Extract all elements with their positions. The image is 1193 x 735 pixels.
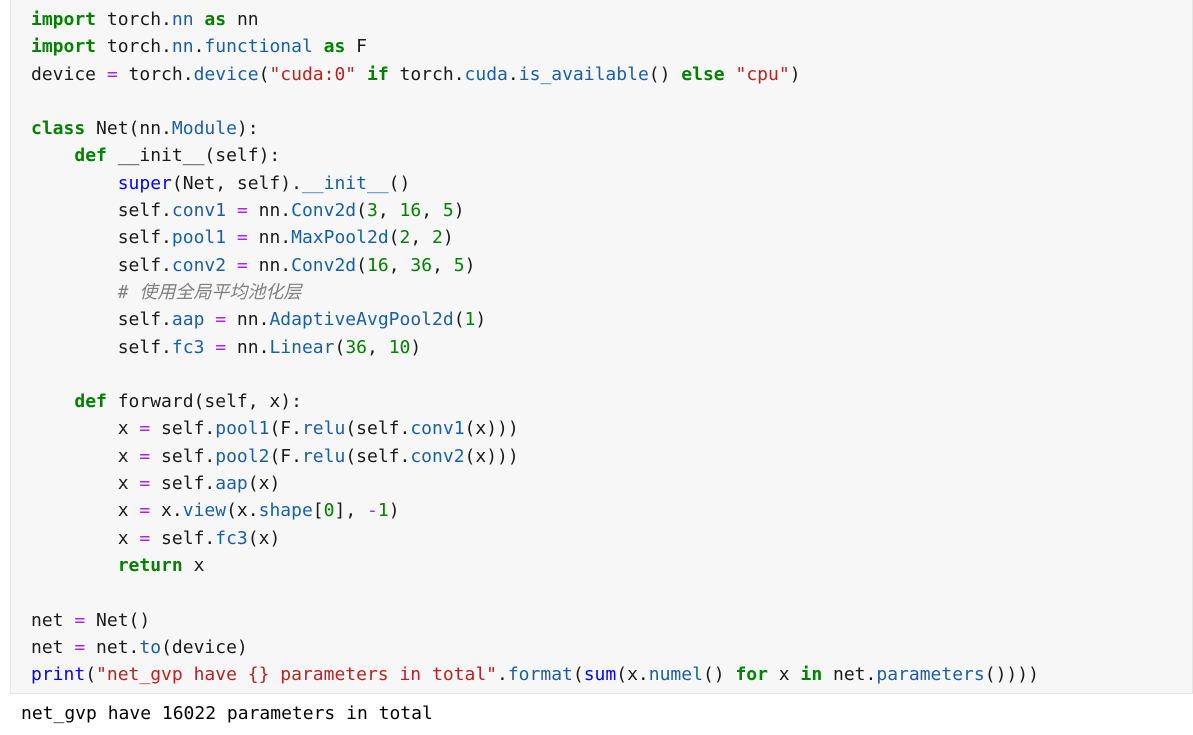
code-line[interactable]: x = self.pool1(F.relu(self.conv1(x))) xyxy=(31,418,519,440)
code-line[interactable]: self.conv2 = nn.Conv2d(16, 36, 5) xyxy=(31,254,476,276)
code-line[interactable]: print("net_gvp have {} parameters in tot… xyxy=(31,664,1039,686)
code-line[interactable]: device = torch.device("cuda:0" if torch.… xyxy=(31,63,801,85)
cell-output: net_gvp have 16022 parameters in total xyxy=(21,703,433,724)
code-line[interactable]: # 使用全局平均池化层 xyxy=(117,281,302,303)
code-line[interactable]: def forward(self, x): xyxy=(74,391,302,413)
code-line[interactable]: def __init__(self): xyxy=(74,145,281,167)
code-line[interactable]: class Net(nn.Module): xyxy=(31,118,259,140)
code-line[interactable]: net = Net() xyxy=(31,609,151,631)
code-line[interactable]: self.pool1 = nn.MaxPool2d(2, 2) xyxy=(31,227,454,249)
code-line[interactable]: return x xyxy=(117,554,205,576)
code-line[interactable]: import torch.nn as nn xyxy=(31,9,259,30)
code-line[interactable]: x = self.pool2(F.relu(self.conv2(x))) xyxy=(31,445,519,467)
code-line[interactable]: x = self.aap(x) xyxy=(31,473,281,495)
code-cell-input[interactable]: import torch.nn as nn import torch.nn.fun… xyxy=(10,0,1193,694)
code-line[interactable]: ​ xyxy=(31,361,1039,388)
code-line[interactable]: net = net.to(device) xyxy=(31,636,248,658)
code-line[interactable]: x = self.fc3(x) xyxy=(31,527,281,549)
code-line[interactable]: ​ xyxy=(31,579,1039,606)
code-line[interactable]: x = x.view(x.shape[0], -1) xyxy=(31,500,400,522)
code-line[interactable]: self.fc3 = nn.Linear(36, 10) xyxy=(31,336,422,358)
code-line[interactable]: super(Net, self).__init__() xyxy=(117,172,411,194)
code-line[interactable]: ​ xyxy=(31,88,1039,115)
code-line[interactable]: self.conv1 = nn.Conv2d(3, 16, 5) xyxy=(31,200,465,222)
code-line[interactable]: self.aap = nn.AdaptiveAvgPool2d(1) xyxy=(31,309,487,331)
code-line[interactable]: import torch.nn.functional as F xyxy=(31,36,368,58)
code-editor[interactable]: import torch.nn as nn import torch.nn.fun… xyxy=(31,6,1039,688)
